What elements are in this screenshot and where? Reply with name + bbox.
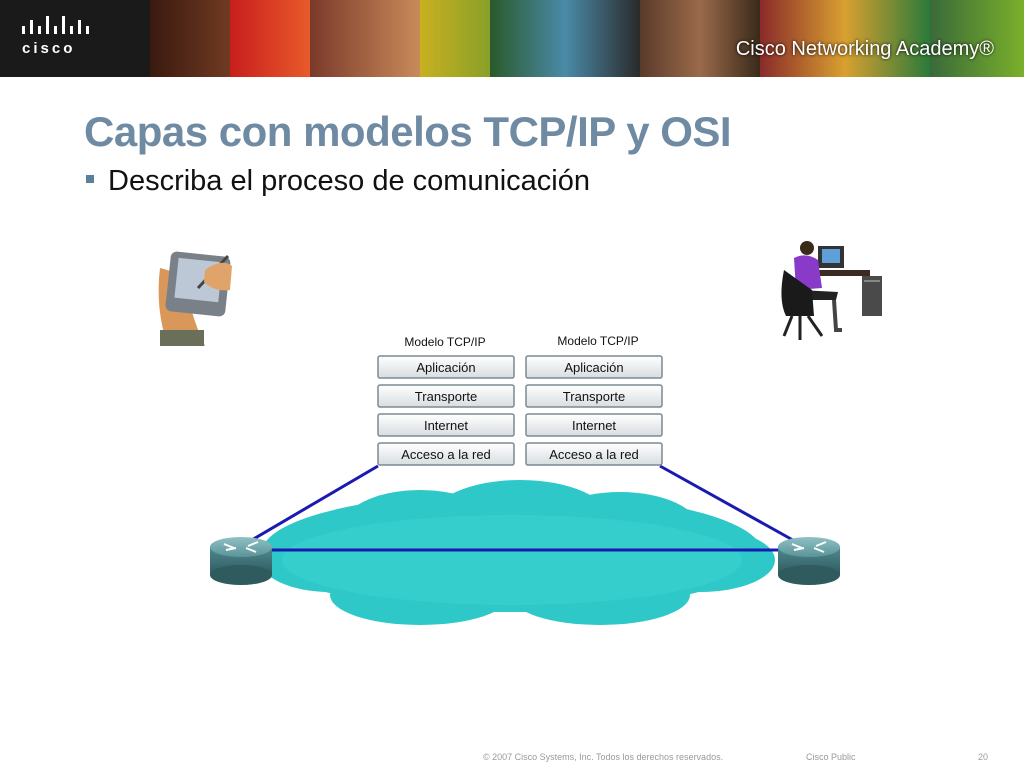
layer-box: Acceso a la red: [377, 442, 515, 466]
footer-classification: Cisco Public: [806, 752, 856, 762]
layer-label: Aplicación: [416, 360, 475, 375]
banner-photo-strip: [310, 0, 420, 77]
tcpip-stack-left: Modelo TCP/IP Aplicación Transporte Inte…: [377, 335, 515, 466]
layer-box: Internet: [377, 413, 515, 437]
router-left-icon: [210, 537, 272, 585]
layer-box: Transporte: [525, 384, 663, 408]
layer-label: Aplicación: [564, 360, 623, 375]
layer-box: Acceso a la red: [525, 442, 663, 466]
academy-label: Cisco Networking Academy®: [735, 38, 994, 60]
router-right-icon: [778, 537, 840, 585]
bullet-square-icon: [86, 175, 94, 184]
banner-photo-strip: [490, 0, 640, 77]
tcpip-stack-right: Modelo TCP/IP Aplicación Transporte Inte…: [525, 334, 663, 466]
cisco-logo-text: cisco: [22, 40, 76, 57]
header-banner: cisco Cisco Networking Academy®: [0, 0, 1024, 77]
workstation-user-icon: [781, 241, 882, 340]
layer-label: Acceso a la red: [401, 447, 491, 462]
stack-heading: Modelo TCP/IP: [557, 334, 638, 348]
network-links: [242, 464, 801, 552]
network-diagram: Modelo TCP/IP Aplicación Transporte Inte…: [158, 241, 882, 625]
layer-box: Aplicación: [525, 355, 663, 379]
layer-box: Internet: [525, 413, 663, 437]
banner-photo-strip: [760, 0, 930, 77]
banner-photo-strip: [930, 0, 1024, 77]
layer-label: Internet: [424, 418, 468, 433]
slide-title: Capas con modelos TCP/IP y OSI: [84, 108, 732, 155]
cisco-logo[interactable]: cisco: [18, 14, 98, 64]
bullet-text: Describa el proceso de comunicación: [108, 165, 590, 197]
pda-device-icon: [158, 251, 232, 346]
layer-box: Transporte: [377, 384, 515, 408]
layer-label: Transporte: [415, 389, 477, 404]
layer-label: Acceso a la red: [549, 447, 639, 462]
bullet-item: Describa el proceso de comunicación: [86, 165, 590, 198]
network-cloud: [260, 480, 775, 625]
cisco-bridge-icon: [22, 16, 89, 34]
banner-photo-strip: [420, 0, 490, 77]
layer-label: Internet: [572, 418, 616, 433]
banner-photo-strip: [230, 0, 310, 77]
banner-photo-strip: [640, 0, 760, 77]
footer-copyright: © 2007 Cisco Systems, Inc. Todos los der…: [483, 752, 724, 762]
layer-box: Aplicación: [377, 355, 515, 379]
layer-label: Transporte: [563, 389, 625, 404]
footer-page-number: 20: [978, 752, 989, 762]
stack-heading: Modelo TCP/IP: [404, 335, 485, 349]
